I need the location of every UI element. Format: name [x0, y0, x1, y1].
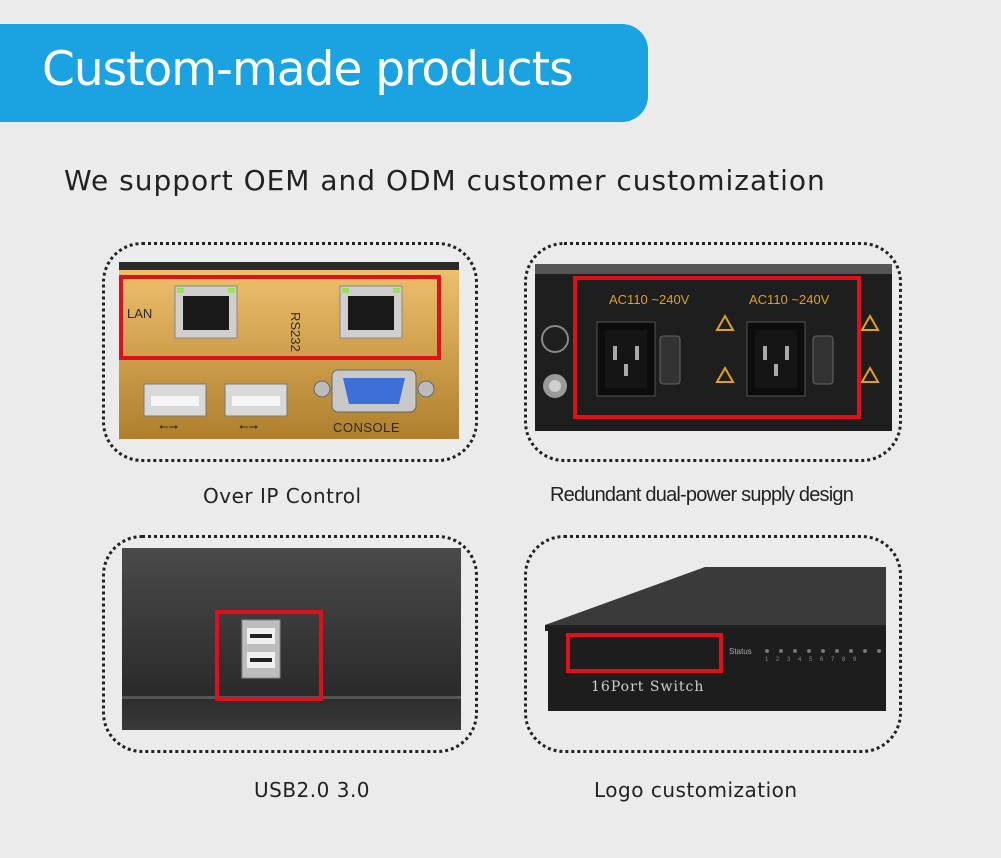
subtitle: We support OEM and ODM customer customiz…: [64, 164, 826, 197]
switch-model-label: 16Port Switch: [591, 679, 705, 695]
power-supply-photo: AC110 ~240V AC110 ~240V: [535, 264, 892, 431]
panel-frame-usb: [102, 535, 478, 753]
highlight-logo-area: [566, 633, 723, 673]
svg-text:⭠⭢: ⭠⭢: [159, 419, 179, 433]
panel-frame-ip-control: [102, 242, 478, 462]
ac-label-right: AC110 ~240V: [749, 292, 830, 307]
console-label: CONSOLE: [333, 420, 401, 435]
caption-usb: USB2.0 3.0: [254, 778, 371, 802]
svg-text:⭠⭢: ⭠⭢: [239, 419, 259, 433]
highlight-ports: [119, 275, 441, 360]
page-title: Custom-made products: [42, 42, 574, 97]
highlight-usb: [215, 610, 323, 701]
caption-power: Redundant dual-power supply design: [550, 484, 854, 506]
status-label: Status: [729, 647, 752, 656]
ip-control-photo: ⭠⭢ ⭠⭢ LAN RS232 CONSOLE: [119, 262, 459, 439]
title-banner: Custom-made products: [0, 24, 648, 122]
port-numbers: 1 2 3 4 5 6 7 8 9: [765, 657, 857, 663]
highlight-power: [573, 276, 861, 419]
ac-label-left: AC110 ~240V: [609, 292, 690, 307]
panel-frame-logo: [524, 535, 902, 753]
caption-logo: Logo customization: [594, 778, 798, 802]
caption-ip-control: Over IP Control: [203, 484, 362, 508]
panel-frame-power: [524, 242, 902, 462]
lan-label: LAN: [127, 306, 153, 321]
